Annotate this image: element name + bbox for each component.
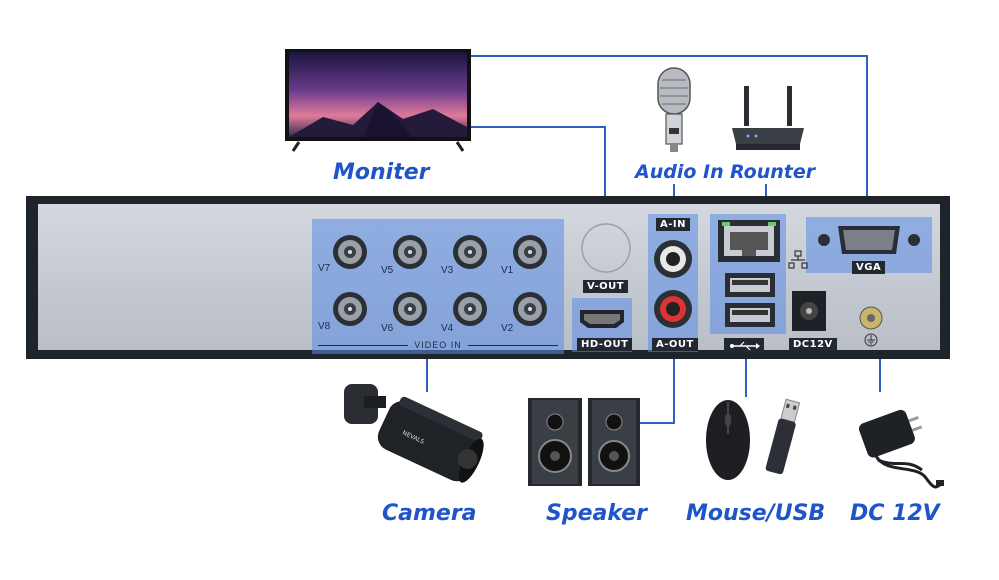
monitor-icon — [285, 49, 471, 152]
dc-12v-label: DC 12V — [850, 501, 940, 526]
bnc-v3[interactable] — [453, 235, 487, 269]
ground-terminal[interactable] — [858, 305, 884, 331]
microphone-device — [654, 66, 694, 154]
channel-label-v8: V8 — [318, 321, 331, 332]
camera-device: NEVALS — [336, 374, 486, 494]
lan-port[interactable] — [716, 218, 782, 264]
bnc-v1[interactable] — [513, 235, 547, 269]
mouse-usb-device — [702, 392, 802, 484]
a-out-label: A-OUT — [652, 338, 698, 351]
video-in-bar: VIDEO IN — [318, 340, 559, 350]
router-icon — [732, 86, 804, 150]
ground-icon — [864, 333, 878, 347]
bullet-camera-icon: NEVALS — [344, 384, 484, 483]
vent-circle — [581, 223, 631, 273]
channel-label-v2: V2 — [501, 323, 514, 334]
speaker-device — [526, 394, 642, 490]
monitor-device — [283, 47, 473, 153]
rca-out-port[interactable] — [652, 288, 694, 330]
bnc-v7[interactable] — [333, 235, 367, 269]
hd-out-label: HD-OUT — [577, 338, 633, 351]
vga-port[interactable] — [816, 222, 922, 258]
video-in-rule-left — [318, 344, 409, 346]
hdmi-port[interactable] — [578, 308, 626, 330]
dc12v-label: DC12V — [789, 338, 837, 351]
speaker-label: Speaker — [546, 501, 647, 526]
usb-symbol-label — [724, 338, 764, 352]
speaker-aout-line-down — [673, 352, 675, 424]
bnc-v4[interactable] — [453, 292, 487, 326]
usb-symbol-icon — [730, 341, 760, 351]
mouse-usb-label: Mouse/USB — [686, 501, 826, 526]
camera-videoin-line — [426, 352, 428, 392]
audio-in-label: Audio In — [635, 161, 724, 183]
monitor-vga-line-down — [866, 55, 868, 225]
dc-jack[interactable] — [791, 290, 827, 332]
bnc-v6[interactable] — [393, 292, 427, 326]
monitor-vout-line-top — [470, 126, 606, 128]
speaker-aout-line-left — [640, 422, 675, 424]
channel-label-v7: V7 — [318, 263, 331, 274]
channel-label-v5: V5 — [381, 265, 394, 276]
a-in-label: A-IN — [656, 218, 690, 231]
power-adapter-icon — [858, 409, 944, 489]
channel-label-v1: V1 — [501, 265, 514, 276]
microphone-icon — [657, 67, 691, 152]
monitor-label: Moniter — [333, 160, 430, 185]
usb-line — [745, 352, 747, 397]
speaker-icon — [528, 398, 640, 486]
video-in-label: VIDEO IN — [414, 340, 462, 350]
channel-label-v3: V3 — [441, 265, 454, 276]
network-icon — [788, 250, 808, 269]
v-out-label: V-OUT — [583, 280, 629, 293]
rca-in-port[interactable] — [652, 238, 694, 280]
vga-label: VGA — [852, 261, 886, 274]
bnc-v2[interactable] — [513, 292, 547, 326]
channel-label-v6: V6 — [381, 323, 394, 334]
monitor-vga-line-top — [470, 55, 868, 57]
usb-port-1[interactable] — [724, 272, 776, 298]
camera-label: Camera — [382, 501, 477, 526]
bnc-connectors — [333, 235, 547, 326]
usb-port-2[interactable] — [724, 302, 776, 328]
bnc-v8[interactable] — [333, 292, 367, 326]
router-label: Rounter — [730, 161, 816, 183]
bnc-v5[interactable] — [393, 235, 427, 269]
channel-label-v4: V4 — [441, 323, 454, 334]
router-device — [728, 84, 808, 156]
video-in-rule-right — [467, 344, 559, 346]
mouse-icon — [706, 398, 801, 480]
power-adapter-device — [856, 394, 946, 490]
